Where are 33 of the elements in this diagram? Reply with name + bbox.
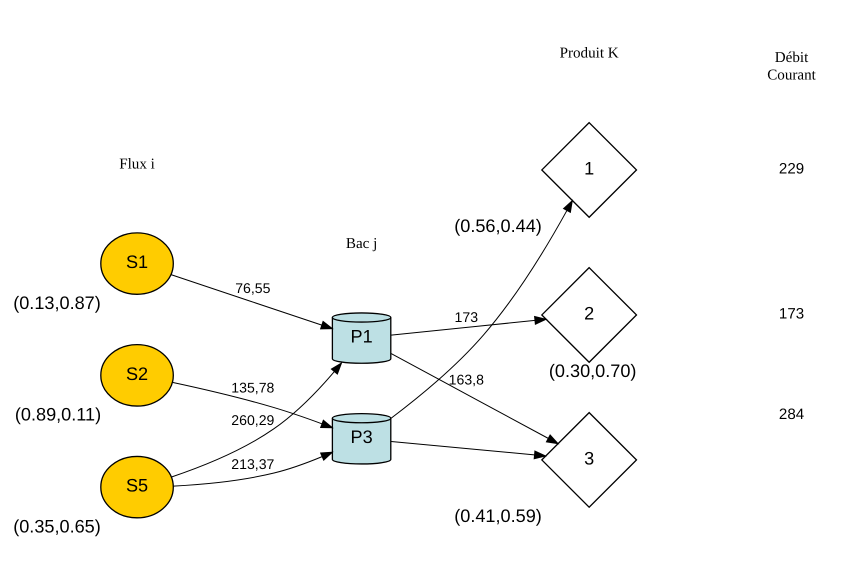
node-label: (0.41,0.59) <box>454 506 542 526</box>
label: Flux i <box>118 156 154 172</box>
label: 229 <box>778 160 804 178</box>
node-ellipse: S1 <box>100 232 174 295</box>
arrow <box>390 199 572 419</box>
node-ellipse: S2 <box>100 344 174 407</box>
node-diamond: 2 <box>540 266 637 364</box>
node-label: (0.89,0.11) <box>14 404 101 425</box>
node-diamond: 1 <box>540 122 637 218</box>
arrow <box>390 353 559 444</box>
edge-label: 135,78 <box>230 380 274 396</box>
edge-label: 163,8 <box>448 372 484 388</box>
node-diamond: 3 <box>540 412 637 508</box>
node-label: (0.35,0.65) <box>12 516 100 536</box>
arrow <box>170 362 342 478</box>
arrow <box>170 274 334 330</box>
node-label: (0.56,0.44) <box>454 216 542 236</box>
edge-label: 260,29 <box>230 412 274 428</box>
edge-label: 76,55 <box>234 280 270 296</box>
label: Débit Courant <box>766 50 816 84</box>
edge-label: 213,37 <box>230 456 274 472</box>
node-label: (0.30,0.70) <box>548 360 636 381</box>
node-ellipse: S5 <box>100 456 174 518</box>
edge-label: 173 <box>454 309 478 326</box>
label: Bac j <box>345 236 377 252</box>
arrow <box>172 382 334 428</box>
arrow <box>172 452 334 487</box>
label: 173 <box>778 305 804 322</box>
label: Produit K <box>559 46 618 62</box>
arrow <box>390 440 547 460</box>
label: 284 <box>778 406 804 424</box>
node-label: (0.13,0.87) <box>12 292 100 313</box>
arrow <box>390 316 548 336</box>
